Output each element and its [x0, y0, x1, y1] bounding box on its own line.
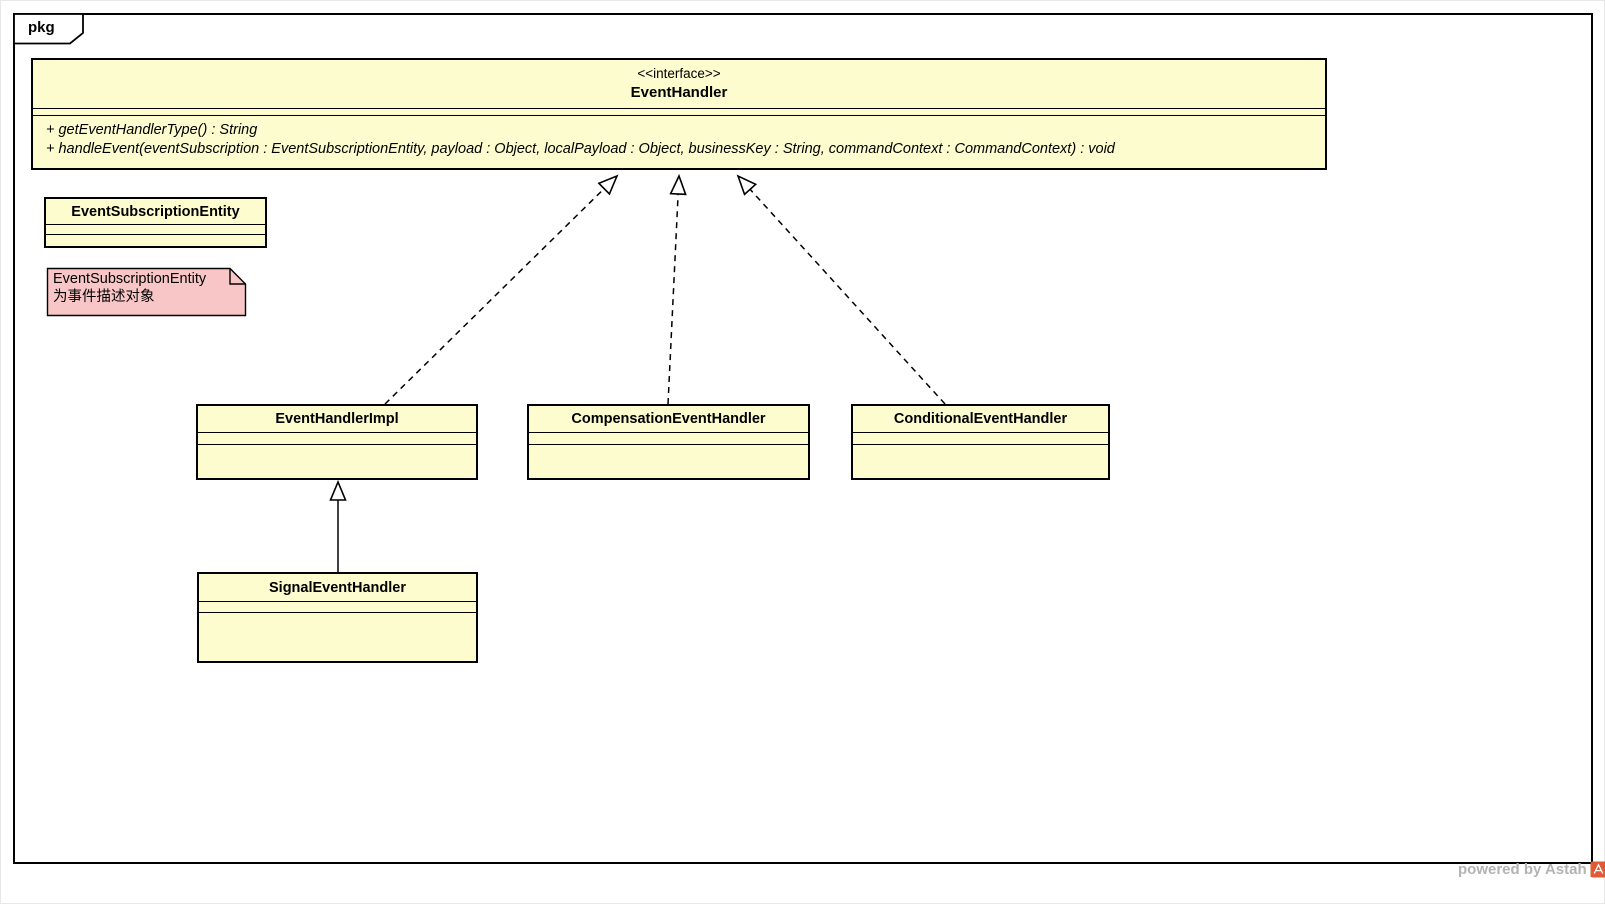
operation: + handleEvent(eventSubscription : EventS…	[46, 141, 1115, 157]
class-eventsubscriptionentity: EventSubscriptionEntity	[44, 197, 267, 248]
watermark-text: powered by Astah	[1458, 861, 1587, 878]
package-frame	[13, 13, 1593, 864]
note-line: 为事件描述对象	[53, 289, 155, 305]
operations-compartment	[199, 613, 476, 662]
realization-eventhandlerimpl	[384, 174, 619, 405]
astah-logo-icon	[1590, 861, 1605, 878]
attributes-compartment	[46, 225, 265, 235]
attributes-compartment	[853, 433, 1108, 445]
note-fold-icon	[229, 268, 246, 285]
class-name: EventSubscriptionEntity	[46, 199, 265, 225]
package-frame-label: pkg	[28, 19, 55, 36]
attributes-compartment	[199, 602, 476, 613]
class-name: EventHandler	[630, 84, 728, 101]
operations-compartment	[46, 235, 265, 247]
class-name: ConditionalEventHandler	[853, 406, 1108, 433]
realization-compensationeventhandler	[667, 173, 687, 405]
class-compensationeventhandler: CompensationEventHandler	[527, 404, 810, 480]
attributes-compartment	[33, 109, 1325, 116]
class-eventhandlerimpl: EventHandlerImpl	[196, 404, 478, 480]
note-line: EventSubscriptionEntity	[53, 271, 207, 287]
realization-conditionaleventhandler	[736, 174, 946, 405]
class-signaleventhandler: SignalEventHandler	[197, 572, 478, 663]
note: EventSubscriptionEntity 为事件描述对象	[53, 270, 206, 306]
attributes-compartment	[529, 433, 808, 445]
class-name: EventHandlerImpl	[198, 406, 476, 433]
class-name: SignalEventHandler	[199, 574, 476, 602]
operations-compartment: + getEventHandlerType() : String + handl…	[33, 116, 1325, 168]
class-conditionaleventhandler: ConditionalEventHandler	[851, 404, 1110, 480]
package-frame-tab	[13, 13, 84, 45]
operations-compartment	[529, 445, 808, 479]
note-shape	[46, 267, 247, 317]
attributes-compartment	[198, 433, 476, 445]
operation: + getEventHandlerType() : String	[46, 122, 258, 138]
operations-compartment	[853, 445, 1108, 479]
interface-stereotype: <<interface>>	[637, 66, 721, 81]
operations-compartment	[198, 445, 476, 479]
watermark: powered by Astah	[1458, 861, 1605, 878]
name-compartment: <<interface>> EventHandler	[33, 60, 1325, 109]
class-eventhandler-interface: <<interface>> EventHandler + getEventHan…	[31, 58, 1327, 170]
class-name: CompensationEventHandler	[529, 406, 808, 433]
